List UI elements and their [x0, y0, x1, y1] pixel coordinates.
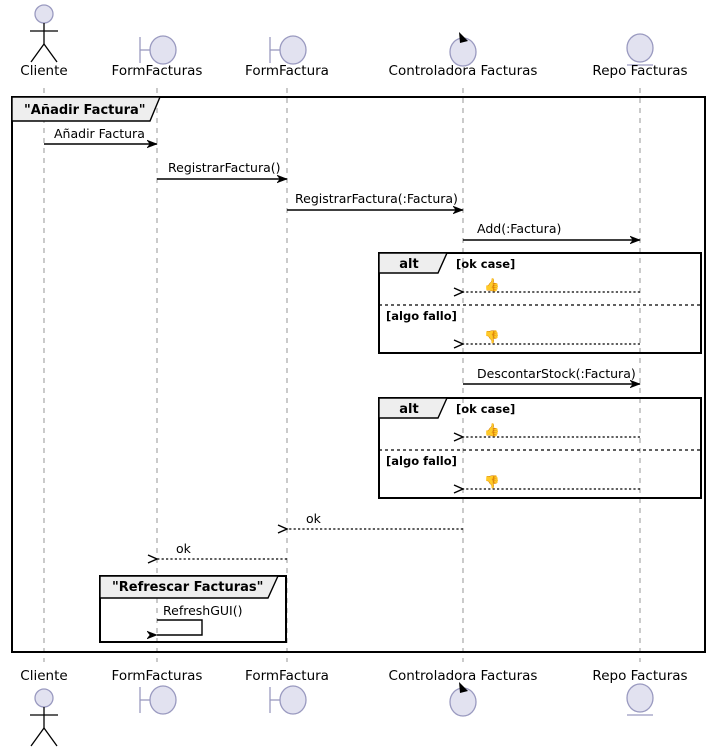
- lifeline-head-repo[interactable]: Repo Facturas: [592, 33, 688, 79]
- message-m3[interactable]: RegistrarFactura(:Factura): [287, 191, 463, 210]
- actor-head-icon: [34, 688, 54, 708]
- boundary-circle-icon: [149, 685, 177, 715]
- lifeline-label-top-repo: Repo Facturas: [592, 63, 687, 79]
- lifeline-head-formfactura[interactable]: FormFactura: [245, 35, 329, 79]
- combined-fragments-layer: alt [ok case] [algo fallo] alt [ok case] [alg…: [378, 252, 702, 499]
- boundary-circle-icon: [279, 685, 307, 715]
- self-message-sm1[interactable]: RefreshGUI(): [157, 603, 242, 635]
- alt-1-border: [378, 252, 702, 354]
- message-m10[interactable]: ok: [277, 511, 463, 534]
- control-arrow-icon: [459, 32, 468, 43]
- lifeline-label-bottom-formfactura: FormFactura: [245, 668, 329, 684]
- message-label-m2: RegistrarFactura(): [168, 160, 281, 175]
- entity-circle-icon: [626, 33, 654, 63]
- lifeline-label-bottom-controladora: Controladora Facturas: [389, 668, 538, 684]
- lifeline-label-bottom-repo: Repo Facturas: [592, 668, 687, 684]
- self-message-path-sm1: [157, 619, 203, 635]
- alt-2-border: [378, 397, 702, 499]
- message-m6[interactable]: 👎: [453, 329, 640, 349]
- lifeline-head-controladora[interactable]: Controladora Facturas: [389, 32, 538, 79]
- message-m5[interactable]: 👍: [453, 277, 640, 297]
- lifeline-foot-controladora[interactable]: Controladora Facturas: [389, 668, 538, 717]
- control-arrow-icon: [459, 682, 468, 693]
- boundary-circle-icon: [279, 35, 307, 65]
- message-m2[interactable]: RegistrarFactura(): [157, 160, 287, 179]
- lifeline-foot-cliente[interactable]: Cliente: [20, 668, 68, 747]
- alt-1-operator-tab: [378, 252, 449, 274]
- lifeline-label-top-formfacturas: FormFacturas: [112, 63, 203, 79]
- alt-1-guard-1: [algo fallo]: [386, 309, 457, 323]
- message-m11[interactable]: ok: [147, 541, 287, 564]
- message-label-m6: 👎: [484, 329, 500, 344]
- actor-leg-left-icon: [30, 727, 45, 747]
- actor-leg-right-icon: [43, 727, 58, 747]
- actor-leg-left-icon: [30, 43, 45, 63]
- lifeline-foot-formfacturas[interactable]: FormFacturas: [112, 668, 203, 715]
- frame-anadir-factura: "Añadir Factura": [11, 96, 706, 653]
- alt-2-operator-label: alt: [399, 402, 418, 417]
- fragment-alt-1: alt [ok case] [algo fallo]: [378, 252, 702, 354]
- frame-refrescar-facturas: "Refrescar Facturas": [99, 575, 287, 643]
- frame-anadir-factura-tab: [11, 96, 162, 122]
- frame-anadir-factura-border: [11, 96, 706, 653]
- self-message-label-sm1: RefreshGUI(): [163, 603, 242, 618]
- lifeline-head-formfacturas[interactable]: FormFacturas: [112, 35, 203, 79]
- alt-1-guard-0: [ok case]: [456, 257, 515, 271]
- message-label-m3: RegistrarFactura(:Factura): [295, 191, 458, 206]
- fragment-alt-2: alt [ok case] [algo fallo]: [378, 397, 702, 499]
- message-label-m7: DescontarStock(:Factura): [477, 366, 636, 381]
- message-label-m1: Añadir Factura: [54, 126, 145, 141]
- message-m7[interactable]: DescontarStock(:Factura): [463, 366, 640, 384]
- lifeline-foot-formfactura[interactable]: FormFactura: [245, 668, 329, 715]
- lifeline-label-top-cliente: Cliente: [20, 63, 67, 79]
- message-m9[interactable]: 👎: [453, 474, 640, 494]
- lifeline-label-bottom-formfacturas: FormFacturas: [112, 668, 203, 684]
- lifeline-foot-repo[interactable]: Repo Facturas: [592, 668, 688, 716]
- alt-2-guard-1: [algo fallo]: [386, 454, 457, 468]
- message-m4[interactable]: Add(:Factura): [463, 221, 640, 240]
- message-m8[interactable]: 👍: [453, 422, 640, 442]
- message-label-m5: 👍: [484, 277, 500, 292]
- entity-circle-icon: [626, 683, 654, 713]
- message-label-m11: ok: [176, 541, 192, 556]
- lifeline-heads-layer: ClienteClienteFormFacturasFormFacturasFo…: [20, 4, 688, 747]
- alt-2-operator-tab: [378, 397, 449, 419]
- message-label-m8: 👍: [484, 422, 500, 437]
- frames-layer: "Añadir Factura" "Refrescar Facturas": [11, 96, 706, 653]
- lifeline-head-cliente[interactable]: Cliente: [20, 4, 68, 79]
- alt-2-guard-0: [ok case]: [456, 402, 515, 416]
- message-label-m9: 👎: [484, 474, 500, 489]
- lifeline-label-bottom-cliente: Cliente: [20, 668, 67, 684]
- boundary-circle-icon: [149, 35, 177, 65]
- frame-anadir-factura-label: "Añadir Factura": [24, 103, 146, 118]
- frame-refrescar-facturas-tab: [99, 575, 280, 599]
- alt-1-operator-label: alt: [399, 257, 418, 272]
- message-label-m10: ok: [306, 511, 322, 526]
- actor-head-icon: [34, 4, 54, 24]
- frame-refrescar-facturas-label: "Refrescar Facturas": [112, 580, 263, 595]
- message-label-m4: Add(:Factura): [477, 221, 561, 236]
- actor-leg-right-icon: [43, 43, 58, 63]
- lifeline-label-top-controladora: Controladora Facturas: [389, 63, 538, 79]
- lifeline-label-top-formfactura: FormFactura: [245, 63, 329, 79]
- message-m1[interactable]: Añadir Factura: [44, 126, 157, 144]
